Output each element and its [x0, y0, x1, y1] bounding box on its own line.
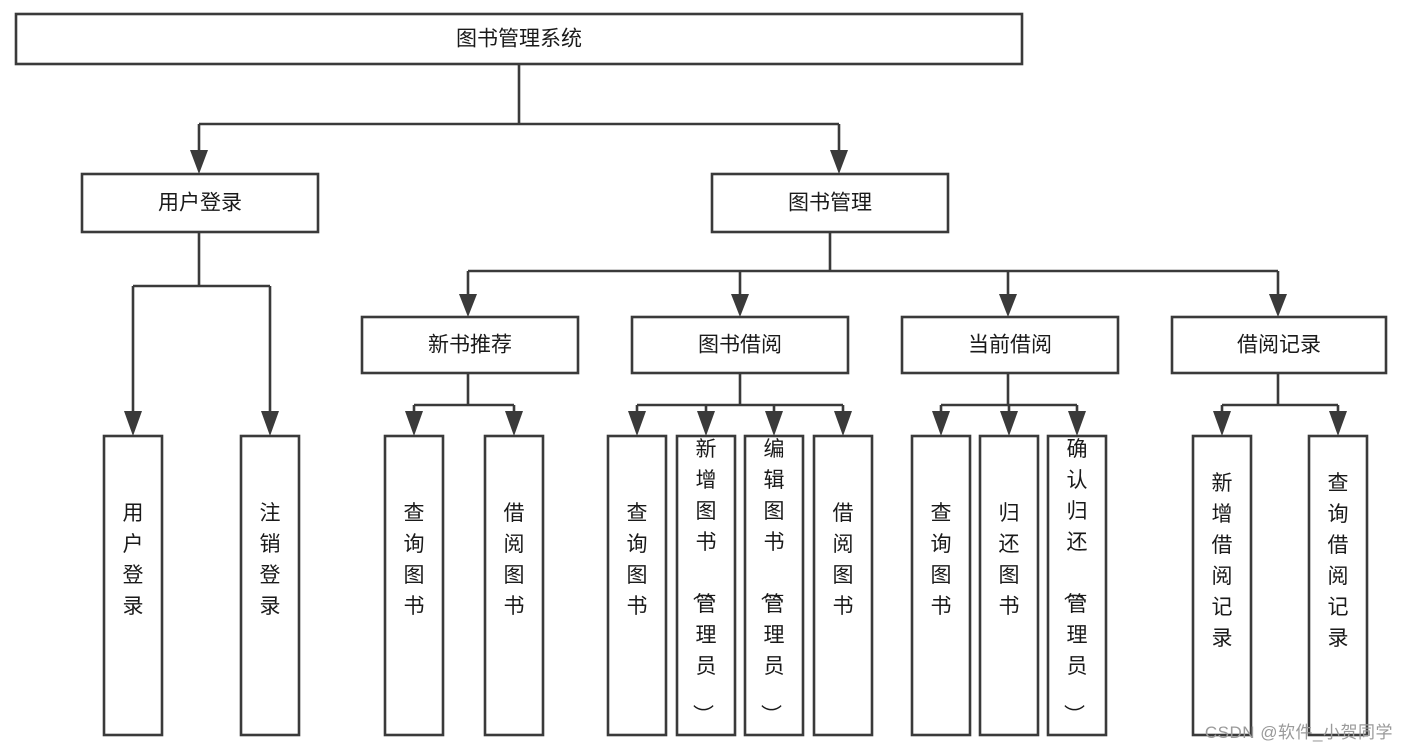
leaf-box [675, 434, 737, 737]
connector-bookmanage-to-level3 [459, 232, 1287, 317]
leaf-label: 借阅图书 [833, 502, 854, 618]
node-book-borrow[interactable]: 图书借阅 [630, 315, 850, 375]
node-book-borrow-label: 图书借阅 [698, 334, 782, 357]
arrow-head-icon [405, 411, 423, 436]
node-root-label: 图书管理系统 [456, 28, 582, 51]
leaf-user-login-1[interactable]: 用户登录 [102, 434, 164, 737]
node-new-book-box [360, 315, 580, 375]
leaf-user-login-2[interactable]: 注销登录 [239, 434, 301, 737]
leaf-current-borrow-3[interactable]: 确认归还（管理员） [1046, 434, 1108, 737]
leaf-label: 查询图书 [404, 502, 425, 618]
leaf-label: 用户登录 [123, 502, 144, 618]
arrow-head-icon [999, 294, 1017, 317]
leaf-box [483, 434, 545, 737]
leaf-box [743, 434, 805, 737]
leaf-book-borrow-3[interactable]: 编辑图书（管理员） [743, 434, 805, 737]
connector-bookborrow-to-leaves [628, 373, 852, 436]
arrow-head-icon [1329, 411, 1347, 436]
leaf-borrow-record-2[interactable]: 查询借阅记录 [1307, 434, 1369, 737]
leaf-box [910, 434, 972, 737]
leaf-book-borrow-2[interactable]: 新增图书（管理员） [675, 434, 737, 737]
arrow-head-icon [731, 294, 749, 317]
leaf-label: 归还图书 [999, 502, 1020, 618]
leaf-box [812, 434, 874, 737]
leaf-label: 编辑图书（管理员） [759, 438, 785, 725]
arrow-head-icon [190, 150, 208, 174]
leaf-box [1046, 434, 1108, 737]
leaf-box [978, 434, 1040, 737]
node-current-borrow-label: 当前借阅 [968, 334, 1052, 357]
leaf-label: 确认归还（管理员） [1062, 438, 1088, 725]
arrow-head-icon [932, 411, 950, 436]
node-user-login-label: 用户登录 [158, 192, 242, 215]
leaf-label: 查询图书 [931, 502, 952, 618]
leaf-box [606, 434, 668, 737]
arrow-head-icon [1213, 411, 1231, 436]
leaf-box [383, 434, 445, 737]
leaf-borrow-record-1[interactable]: 新增借阅记录 [1191, 434, 1253, 737]
arrow-head-icon [505, 411, 523, 436]
leaf-label: 查询借阅记录 [1328, 472, 1349, 650]
node-user-login-box [80, 172, 320, 234]
leaf-new-book-2[interactable]: 借阅图书 [483, 434, 545, 737]
connector-currentborrow-to-leaves [932, 373, 1086, 436]
leaf-label: 注销登录 [260, 502, 281, 618]
node-book-manage-box [710, 172, 950, 234]
csdn-watermark: CSDN @软件_小贺同学 [1204, 723, 1393, 742]
leaf-current-borrow-1[interactable]: 查询图书 [910, 434, 972, 737]
leaf-box [102, 434, 164, 737]
node-user-login[interactable]: 用户登录 [80, 172, 320, 234]
leaf-new-book-1[interactable]: 查询图书 [383, 434, 445, 737]
arrow-head-icon [697, 411, 715, 436]
leaf-label: 新增借阅记录 [1212, 472, 1233, 650]
leaf-label: 借阅图书 [504, 502, 525, 618]
arrow-head-icon [1269, 294, 1287, 317]
leaf-book-borrow-1[interactable]: 查询图书 [606, 434, 668, 737]
leaf-book-borrow-4[interactable]: 借阅图书 [812, 434, 874, 737]
node-borrow-record-box [1170, 315, 1388, 375]
leaf-box [1191, 434, 1253, 737]
node-borrow-record[interactable]: 借阅记录 [1170, 315, 1388, 375]
node-new-book-label: 新书推荐 [428, 334, 512, 357]
connector-root-to-level2 [190, 64, 848, 174]
arrow-head-icon [1068, 411, 1086, 436]
leaf-box [239, 434, 301, 737]
arrow-head-icon [459, 294, 477, 317]
leaf-box [1307, 434, 1369, 737]
node-borrow-record-label: 借阅记录 [1237, 334, 1321, 357]
node-new-book-recommend[interactable]: 新书推荐 [360, 315, 580, 375]
arrow-head-icon [261, 411, 279, 436]
arrow-head-icon [830, 150, 848, 174]
node-root-box [14, 12, 1024, 66]
node-book-manage[interactable]: 图书管理 [710, 172, 950, 234]
connector-borrowrecord-to-leaves [1213, 373, 1347, 436]
node-current-borrow-box [900, 315, 1120, 375]
arrow-head-icon [765, 411, 783, 436]
leaf-label: 新增图书（管理员） [691, 438, 717, 725]
arrow-head-icon [1000, 411, 1018, 436]
leaf-current-borrow-2[interactable]: 归还图书 [978, 434, 1040, 737]
leaf-label: 查询图书 [627, 502, 648, 618]
arrow-head-icon [628, 411, 646, 436]
connector-newbook-to-leaves [405, 373, 523, 436]
node-book-manage-label: 图书管理 [788, 192, 872, 215]
node-root-system[interactable]: 图书管理系统 [14, 12, 1024, 66]
arrow-head-icon [834, 411, 852, 436]
node-current-borrow[interactable]: 当前借阅 [900, 315, 1120, 375]
connector-userlogin-to-leaves [124, 232, 279, 436]
node-book-borrow-box [630, 315, 850, 375]
arrow-head-icon [124, 411, 142, 436]
